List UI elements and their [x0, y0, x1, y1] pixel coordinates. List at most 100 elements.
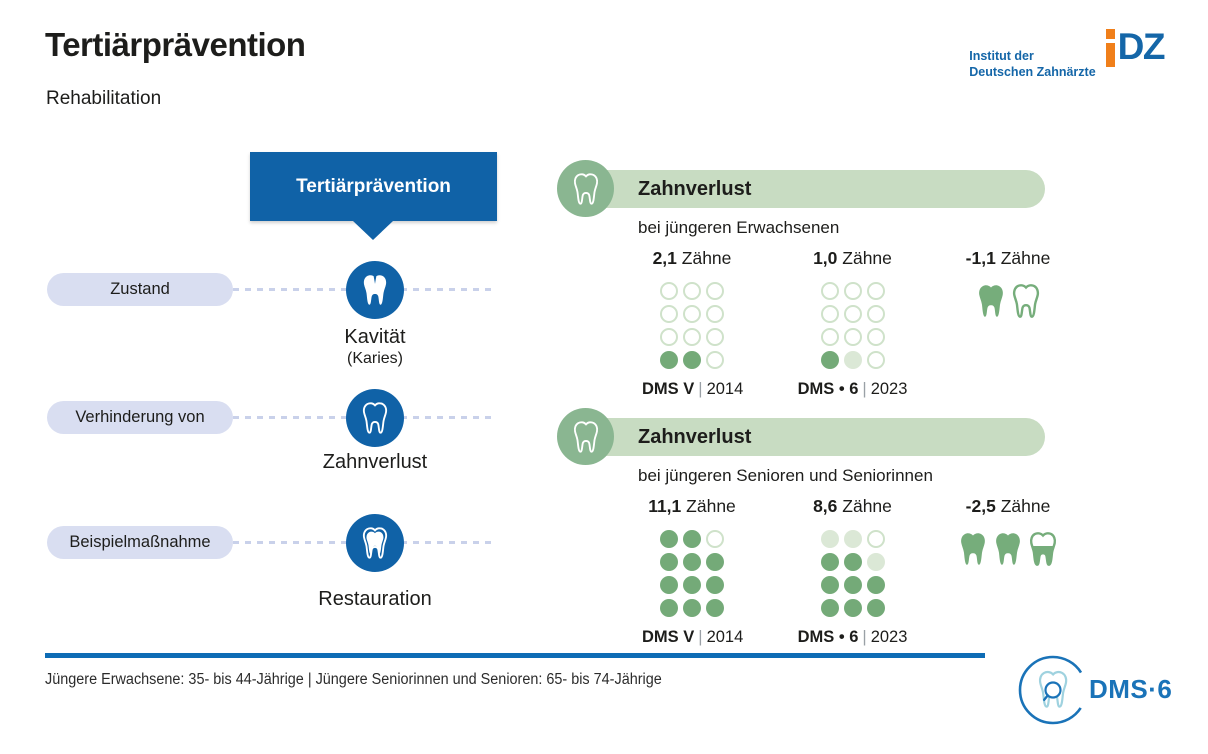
pictogram-dot-filled [866, 576, 885, 594]
tooth-filled-icon [996, 533, 1020, 565]
dot-matrix [642, 282, 742, 369]
flow-label-verhinderung: Verhinderung von [47, 401, 233, 434]
change-teeth [955, 281, 1061, 321]
pictogram-dot-filled [660, 530, 678, 548]
pictogram-dot-empty [683, 328, 701, 346]
pictogram-dot-filled [706, 576, 724, 594]
stat-dms6: 8,6 Zähne DMS • 6|2023 [790, 496, 915, 647]
stat-source: DMS • 6|2023 [797, 380, 908, 398]
stat-dms6: 1,0 Zähne DMS • 6|2023 [790, 248, 915, 399]
pictogram-dot-filled [843, 553, 862, 571]
idz-i-bar [1105, 43, 1115, 67]
pictogram-dot-empty [866, 282, 885, 300]
flow-subtitle-karies: (Karies) [346, 350, 403, 367]
flow-label-zustand: Zustand [47, 273, 233, 306]
section-subtitle: bei jüngeren Senioren und Seniorinnen [638, 466, 933, 485]
flow-header-box: Tertiärprävention [250, 152, 497, 221]
section-subtitle: bei jüngeren Erwachsenen [638, 218, 840, 237]
pictogram-dot-filled [843, 576, 862, 594]
pictogram-dot-empty [843, 305, 862, 323]
dms6-logo-text: DMS·6 [1089, 674, 1173, 704]
change-teeth [955, 529, 1061, 569]
pictogram-dot-empty [683, 305, 701, 323]
tooth-filled-icon [961, 533, 985, 565]
stat-source: DMS V|2014 [642, 380, 744, 398]
tooth-outline-icon [1012, 284, 1039, 318]
pictogram-dot-filled [683, 576, 701, 594]
pictogram-dot-filled [820, 351, 839, 369]
pictogram-dot-filled [820, 576, 839, 594]
pictogram-dot-filled [706, 599, 724, 617]
pictogram-dot-filled [706, 553, 724, 571]
page-subtitle: Rehabilitation [46, 88, 162, 109]
section-zahnverlust-erwachsene: Zahnverlust bei jüngeren Erwachsenen 2,1… [557, 160, 1050, 408]
change-value: -1,1 Zähne [965, 248, 1051, 268]
section-header-bar [577, 170, 1045, 208]
change-value: -2,5 Zähne [965, 496, 1051, 516]
pictogram-dot-pale [843, 530, 862, 548]
pictogram-dot-empty [706, 328, 724, 346]
idz-line2: Deutschen Zahnärzte [969, 65, 1096, 80]
flow-title-kavitaet: Kavität [344, 326, 406, 348]
pictogram-dot-empty [706, 530, 724, 548]
stat-source: DMS V|2014 [642, 628, 744, 646]
stat-change: -2,5 Zähne [955, 496, 1061, 569]
stat-source: DMS • 6|2023 [797, 628, 908, 646]
pictogram-dot-filled [683, 351, 701, 369]
pictogram-dot-empty [843, 282, 862, 300]
pictogram-dot-filled [820, 553, 839, 571]
pictogram-dot-filled [683, 530, 701, 548]
pictogram-dot-empty [706, 351, 724, 369]
tooth-half-icon [1027, 530, 1059, 566]
pictogram-dot-empty [683, 282, 701, 300]
pictogram-dot-filled [660, 351, 678, 369]
stat-value: 11,1 Zähne [648, 496, 736, 516]
pictogram-dot-empty [866, 530, 885, 548]
pictogram-dot-empty [706, 282, 724, 300]
pictogram-dot-filled [843, 599, 862, 617]
tooth-filled-icon [978, 285, 1003, 317]
dot-matrix [790, 530, 915, 617]
pictogram-dot-pale [820, 530, 839, 548]
idz-i-icon [1105, 29, 1115, 67]
pictogram-dot-empty [660, 328, 678, 346]
tooth-icon [573, 172, 598, 205]
idz-logo-text: Institut der Deutschen Zahnärzte [969, 48, 1095, 81]
section-title: Zahnverlust [638, 426, 752, 448]
pictogram-dot-empty [820, 282, 839, 300]
footer-rule [45, 653, 985, 658]
tooth-icon [573, 420, 598, 453]
stat-dmsv: 11,1 Zähne DMS V|2014 [642, 496, 744, 647]
pictogram-dot-filled [660, 599, 678, 617]
pictogram-dot-empty [820, 305, 839, 323]
pictogram-dot-empty [660, 305, 678, 323]
pictogram-dot-pale [843, 351, 862, 369]
idz-i-dot [1105, 29, 1115, 39]
pictogram-dot-pale [866, 553, 885, 571]
stat-value: 8,6 Zähne [813, 496, 892, 516]
dot-matrix [790, 282, 915, 369]
page-title: Tertiärprävention [45, 26, 306, 63]
flow-title-zahnverlust: Zahnverlust [322, 451, 428, 473]
pictogram-dot-filled [660, 553, 678, 571]
flow-circle-restauration [346, 514, 404, 572]
flow-circle-zahnverlust [346, 389, 404, 447]
pictogram-dot-empty [660, 282, 678, 300]
idz-line1: Institut der [969, 49, 1034, 63]
pictogram-dot-filled [683, 599, 701, 617]
dms6-logo-icon [1018, 655, 1088, 725]
pictogram-dot-filled [866, 599, 885, 617]
pictogram-dot-filled [683, 553, 701, 571]
footer-note: Jüngere Erwachsene: 35- bis 44-Jährige |… [45, 671, 662, 688]
tooth-restored-icon [362, 527, 388, 559]
section-circle [557, 408, 614, 465]
idz-dz-letters: DZ [1117, 26, 1166, 67]
section-circle [557, 160, 614, 217]
pictogram-dot-empty [843, 328, 862, 346]
flow-pointer [353, 221, 393, 240]
pictogram-dot-filled [660, 576, 678, 594]
section-zahnverlust-senioren: Zahnverlust bei jüngeren Senioren und Se… [557, 408, 1059, 656]
pictogram-dot-empty [866, 305, 885, 323]
stat-value: 2,1 Zähne [652, 248, 732, 268]
stat-value: 1,0 Zähne [813, 248, 892, 268]
